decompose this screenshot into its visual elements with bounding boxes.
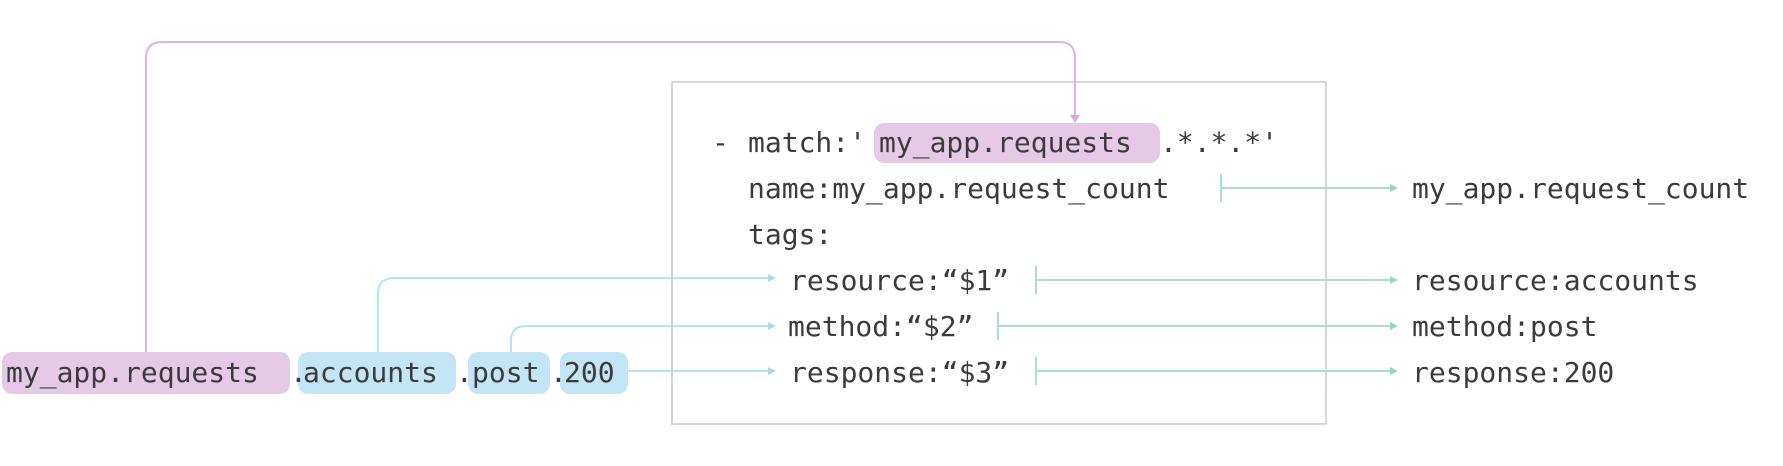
- prefix-connector: [145, 41, 1076, 352]
- metric-dot-2: .: [456, 356, 473, 389]
- match-wildcards: .*.*.*': [1160, 126, 1278, 159]
- metric-method-highlight: [468, 352, 550, 394]
- name-line: name:my_app.request_count: [748, 172, 1169, 206]
- output-resource-tag: resource:accounts: [1412, 264, 1699, 297]
- match-prefix: my_app.requests: [879, 126, 1132, 160]
- match-key: match:': [748, 126, 866, 159]
- method-connector: [510, 325, 768, 352]
- metric-dot-1: .: [290, 356, 307, 389]
- output-method-tag: method:post: [1412, 310, 1597, 343]
- tag-method: method:“$2”: [788, 310, 973, 343]
- metric-resource-highlight: [298, 352, 456, 394]
- config-box: [671, 81, 1327, 425]
- metric-prefix: my_app.requests: [6, 356, 259, 390]
- output-response-tag: response:200: [1412, 356, 1614, 389]
- metric-dot-3: .: [550, 356, 567, 389]
- tags-line: tags:: [748, 218, 832, 251]
- metric-status: 200: [564, 356, 615, 389]
- resource-output-arrowhead: [1390, 276, 1398, 284]
- list-dash: -: [712, 126, 729, 159]
- match-prefix-highlight: [874, 123, 1160, 163]
- response-output-arrowhead: [1390, 367, 1398, 375]
- method-output-arrowhead: [1390, 322, 1398, 330]
- method-connector-arrowhead: [768, 322, 776, 330]
- metric-prefix-highlight: [2, 352, 290, 394]
- name-output-arrowhead: [1390, 184, 1398, 192]
- tag-resource: resource:“$1”: [790, 264, 1009, 297]
- method-output-connector: [997, 312, 1390, 340]
- resource-connector: [377, 277, 768, 352]
- output-metric-name: my_app.request_count: [1412, 172, 1749, 206]
- prefix-connector-arrowhead: [1070, 115, 1080, 123]
- metric-method: post: [472, 356, 539, 389]
- status-connector-arrowhead: [768, 367, 776, 375]
- resource-connector-arrowhead: [768, 274, 776, 282]
- metric-resource: accounts: [303, 356, 438, 389]
- response-output-connector: [1035, 357, 1390, 385]
- tag-response: response:“$3”: [790, 356, 1009, 389]
- resource-output-connector: [1035, 266, 1390, 294]
- metric-status-highlight: [560, 352, 628, 394]
- name-output-connector: [1220, 174, 1390, 202]
